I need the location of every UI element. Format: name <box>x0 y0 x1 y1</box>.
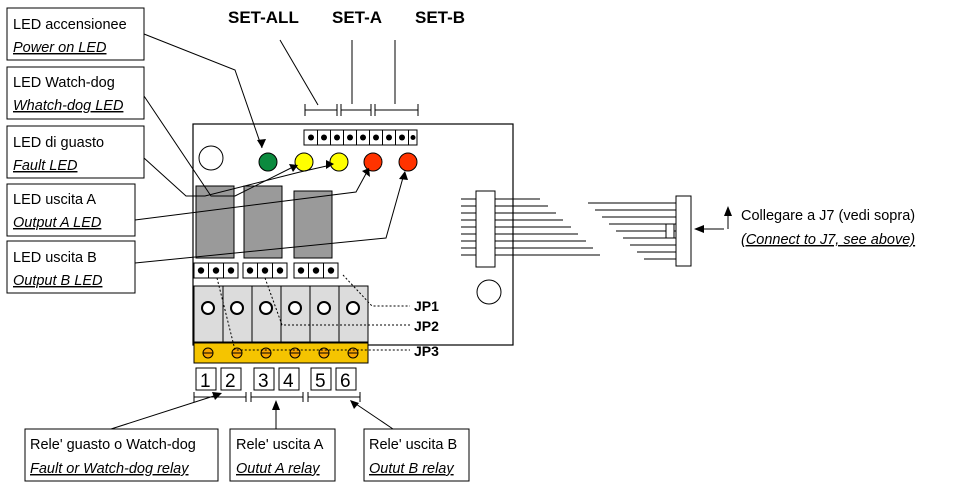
label-power-led-en: Power on LED <box>13 40 107 56</box>
relay-fault <box>195 185 235 259</box>
terminal-number-5: 5 <box>315 371 326 392</box>
jumper-header-3 <box>293 262 339 279</box>
label-watchdog-led-it: LED Watch-dog <box>13 75 115 91</box>
jumper-label-jp1: JP1 <box>414 298 439 314</box>
terminal-number-6: 6 <box>340 371 351 392</box>
label-fault-relay: Rele' guasto o Watch-dog Fault or Watch-… <box>24 428 219 482</box>
label-relay-a: Rele' uscita A Outut A relay <box>229 428 336 482</box>
mount-hole-left <box>198 145 224 171</box>
header-set-all: SET-ALL <box>228 8 299 27</box>
ribbon-cable-end <box>588 195 692 267</box>
led-watchdog <box>294 152 314 172</box>
terminal-numbers: 1 2 3 4 5 6 <box>193 367 361 402</box>
label-watchdog-led: LED Watch-dog Whatch-dog LED <box>6 66 145 120</box>
label-watchdog-led-en: Whatch-dog LED <box>13 98 123 114</box>
header-set-a: SET-A <box>332 8 382 27</box>
label-relay-a-en: Outut A relay <box>236 461 320 477</box>
relay-leader-arrowheads <box>212 392 359 410</box>
label-fault-relay-it: Rele' guasto o Watch-dog <box>30 437 196 453</box>
label-fault-led-en: Fault LED <box>13 158 77 174</box>
led-leader-lines <box>134 33 405 264</box>
header-set-b: SET-B <box>415 8 465 27</box>
led-leader-arrowheads <box>257 139 408 180</box>
terminal-block <box>193 285 369 343</box>
relay-a <box>243 185 283 259</box>
jumper-header-1 <box>193 262 239 279</box>
jumper-label-jp3: JP3 <box>414 343 439 359</box>
set-pin-header <box>303 129 418 146</box>
label-relay-b: Rele' uscita B Outut B relay <box>363 428 470 482</box>
led-power <box>258 152 278 172</box>
terminal-number-2: 2 <box>225 371 236 392</box>
connect-label-en: (Connect to J7, see above) <box>741 232 915 248</box>
label-fault-relay-en: Fault or Watch-dog relay <box>30 461 189 477</box>
label-output-b-led: LED uscita B Output B LED <box>6 240 136 294</box>
label-power-led-it: LED accensionee <box>13 17 127 33</box>
label-output-b-led-en: Output B LED <box>13 273 102 289</box>
relay-b <box>293 190 333 259</box>
label-fault-led: LED di guasto Fault LED <box>6 125 145 179</box>
connect-label-it: Collegare a J7 (vedi sopra) <box>741 208 915 224</box>
connect-arrow <box>694 206 732 233</box>
mount-hole-right <box>476 279 502 305</box>
label-fault-led-it: LED di guasto <box>13 135 104 151</box>
terminal-number-4: 4 <box>283 371 294 392</box>
jumper-label-jp2: JP2 <box>414 318 439 334</box>
label-output-a-led-en: Output A LED <box>13 215 101 231</box>
label-output-b-led-it: LED uscita B <box>13 250 97 266</box>
label-power-led: LED accensionee Power on LED <box>6 7 145 61</box>
jumper-header-2 <box>242 262 288 279</box>
label-relay-a-it: Rele' uscita A <box>236 437 324 453</box>
label-output-a-led-it: LED uscita A <box>13 192 96 208</box>
label-output-a-led: LED uscita A Output A LED <box>6 183 136 237</box>
jumper-leaders <box>216 274 410 351</box>
terminal-number-1: 1 <box>200 371 211 392</box>
led-fault <box>329 152 349 172</box>
label-relay-b-it: Rele' uscita B <box>369 437 457 453</box>
relay-leader-lines <box>110 393 394 430</box>
label-relay-b-en: Outut B relay <box>369 461 454 477</box>
led-output-a <box>363 152 383 172</box>
terminal-number-3: 3 <box>258 371 269 392</box>
ribbon-connector-board <box>461 190 600 268</box>
terminal-screw-strip <box>193 342 369 364</box>
led-output-b <box>398 152 418 172</box>
header-leaders <box>279 39 419 116</box>
